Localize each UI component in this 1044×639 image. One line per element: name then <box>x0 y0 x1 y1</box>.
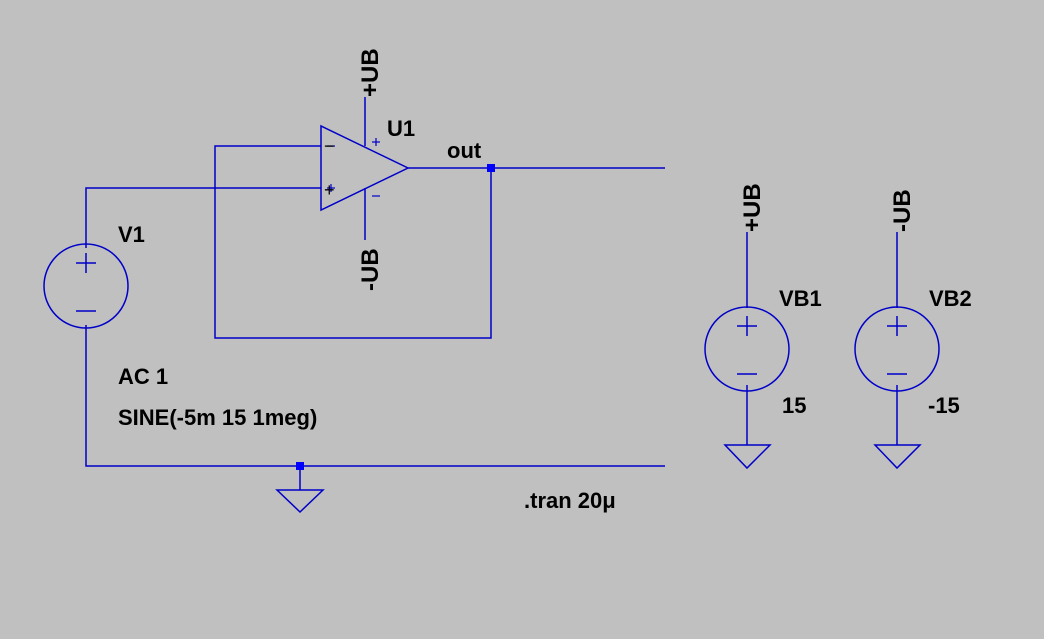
net-label-vb1-supply[interactable]: +UB <box>739 183 766 232</box>
net-label-opamp-neg-supply[interactable]: -UB <box>357 248 384 291</box>
tran-directive[interactable]: .tran 20μ <box>524 488 616 513</box>
wire-input[interactable] <box>85 187 321 248</box>
v1-spec-sine[interactable]: SINE(-5m 15 1meg) <box>118 405 317 430</box>
net-label-output[interactable]: out <box>447 138 482 163</box>
opamp-minus-sign: − <box>324 136 335 156</box>
v1-name[interactable]: V1 <box>118 222 145 247</box>
voltage-source-vb1[interactable] <box>704 306 790 392</box>
net-label-opamp-pos-supply[interactable]: +UB <box>357 48 384 97</box>
ground-icon[interactable] <box>723 444 772 470</box>
vb2-name[interactable]: VB2 <box>929 286 972 311</box>
opamp-triangle <box>320 124 410 212</box>
wire-feedback-loop[interactable] <box>214 145 492 339</box>
wire-ground-rail[interactable] <box>85 325 665 467</box>
net-label-vb2-supply[interactable]: -UB <box>889 189 916 232</box>
opamp-name[interactable]: U1 <box>387 116 415 141</box>
v1-spec-ac[interactable]: AC 1 <box>118 364 168 389</box>
vb1-circle <box>704 306 790 392</box>
voltage-source-vb2[interactable] <box>854 306 940 392</box>
voltage-source-v1[interactable] <box>43 243 129 329</box>
v1-circle <box>43 243 129 329</box>
ground-icon[interactable] <box>873 444 922 470</box>
wires <box>85 97 898 490</box>
vb1-name[interactable]: VB1 <box>779 286 822 311</box>
junction-ground <box>296 462 304 470</box>
junction-out <box>487 164 495 172</box>
vb2-circle <box>854 306 940 392</box>
vb2-value[interactable]: -15 <box>928 393 960 418</box>
vb1-value[interactable]: 15 <box>782 393 806 418</box>
opamp-plus-sign: + <box>324 180 335 200</box>
opamp-u1[interactable] <box>320 124 410 212</box>
ground-icon[interactable] <box>275 489 325 514</box>
